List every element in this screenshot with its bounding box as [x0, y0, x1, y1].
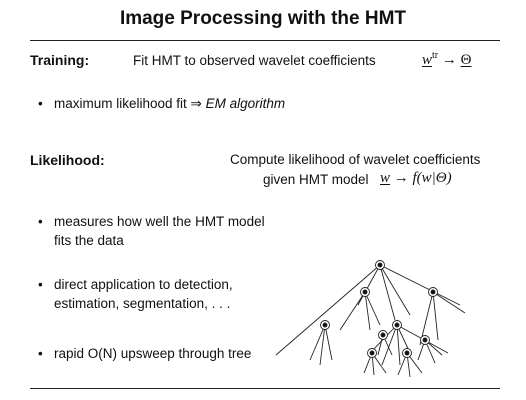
likelihood-description-line1: Compute likelihood of wavelet coefficien…	[230, 152, 481, 167]
bullet-dot: •	[38, 277, 43, 292]
tree-node-lower-left	[367, 348, 377, 358]
training-bullet: • maximum likelihood fit ⇒ EM algorithm	[38, 94, 285, 113]
tree-node-center	[392, 320, 402, 330]
tree-node-root	[375, 260, 385, 270]
bullet-dot: •	[38, 96, 43, 111]
tree-node-lower-center	[402, 348, 412, 358]
likelihood-math-w: w	[380, 170, 391, 186]
slide-title: Image Processing with the HMT	[119, 8, 407, 29]
tree-node-lower-right	[420, 335, 430, 345]
training-bullet-text: maximum likelihood fit ⇒	[54, 96, 206, 111]
training-bullet-emph: EM algorithm	[205, 96, 286, 111]
tree-node-mid	[360, 287, 370, 297]
training-heading: Training:	[30, 52, 90, 68]
bullet-dot: •	[38, 346, 43, 361]
training-math: wtr → Θ	[422, 50, 471, 69]
likelihood-bullet-1-text: measures how well the HMT model fits the…	[54, 214, 265, 248]
likelihood-bullet-1: • measures how well the HMT model fits t…	[38, 212, 284, 250]
bottom-rule	[30, 388, 500, 389]
likelihood-description-line2: given HMT model	[263, 172, 369, 187]
likelihood-bullet-2: • direct application to detection, estim…	[38, 275, 274, 313]
likelihood-bullet-2-text: direct application to detection, estimat…	[54, 277, 233, 311]
tree-node-left	[320, 320, 330, 330]
hmt-tree-diagram	[275, 260, 466, 378]
training-math-w: w	[422, 52, 433, 68]
likelihood-math-arrow: →	[393, 170, 409, 186]
likelihood-bullet-3-text: rapid O(N) upsweep through tree	[54, 346, 252, 361]
tree-node-right	[428, 287, 438, 297]
likelihood-bullet-3: • rapid O(N) upsweep through tree	[38, 344, 251, 363]
likelihood-heading: Likelihood:	[30, 152, 105, 168]
likelihood-math: w → f(w|Θ)	[380, 170, 452, 187]
training-math-theta: Θ	[460, 52, 472, 68]
likelihood-math-f: f(w|Θ)	[412, 170, 452, 186]
top-rule	[30, 40, 500, 41]
training-math-arrow: →	[441, 52, 457, 68]
training-description: Fit HMT to observed wavelet coefficients	[133, 53, 376, 68]
training-math-sup: tr	[432, 50, 439, 61]
bullet-dot: •	[38, 214, 43, 229]
tree-node-center-left	[378, 330, 388, 340]
